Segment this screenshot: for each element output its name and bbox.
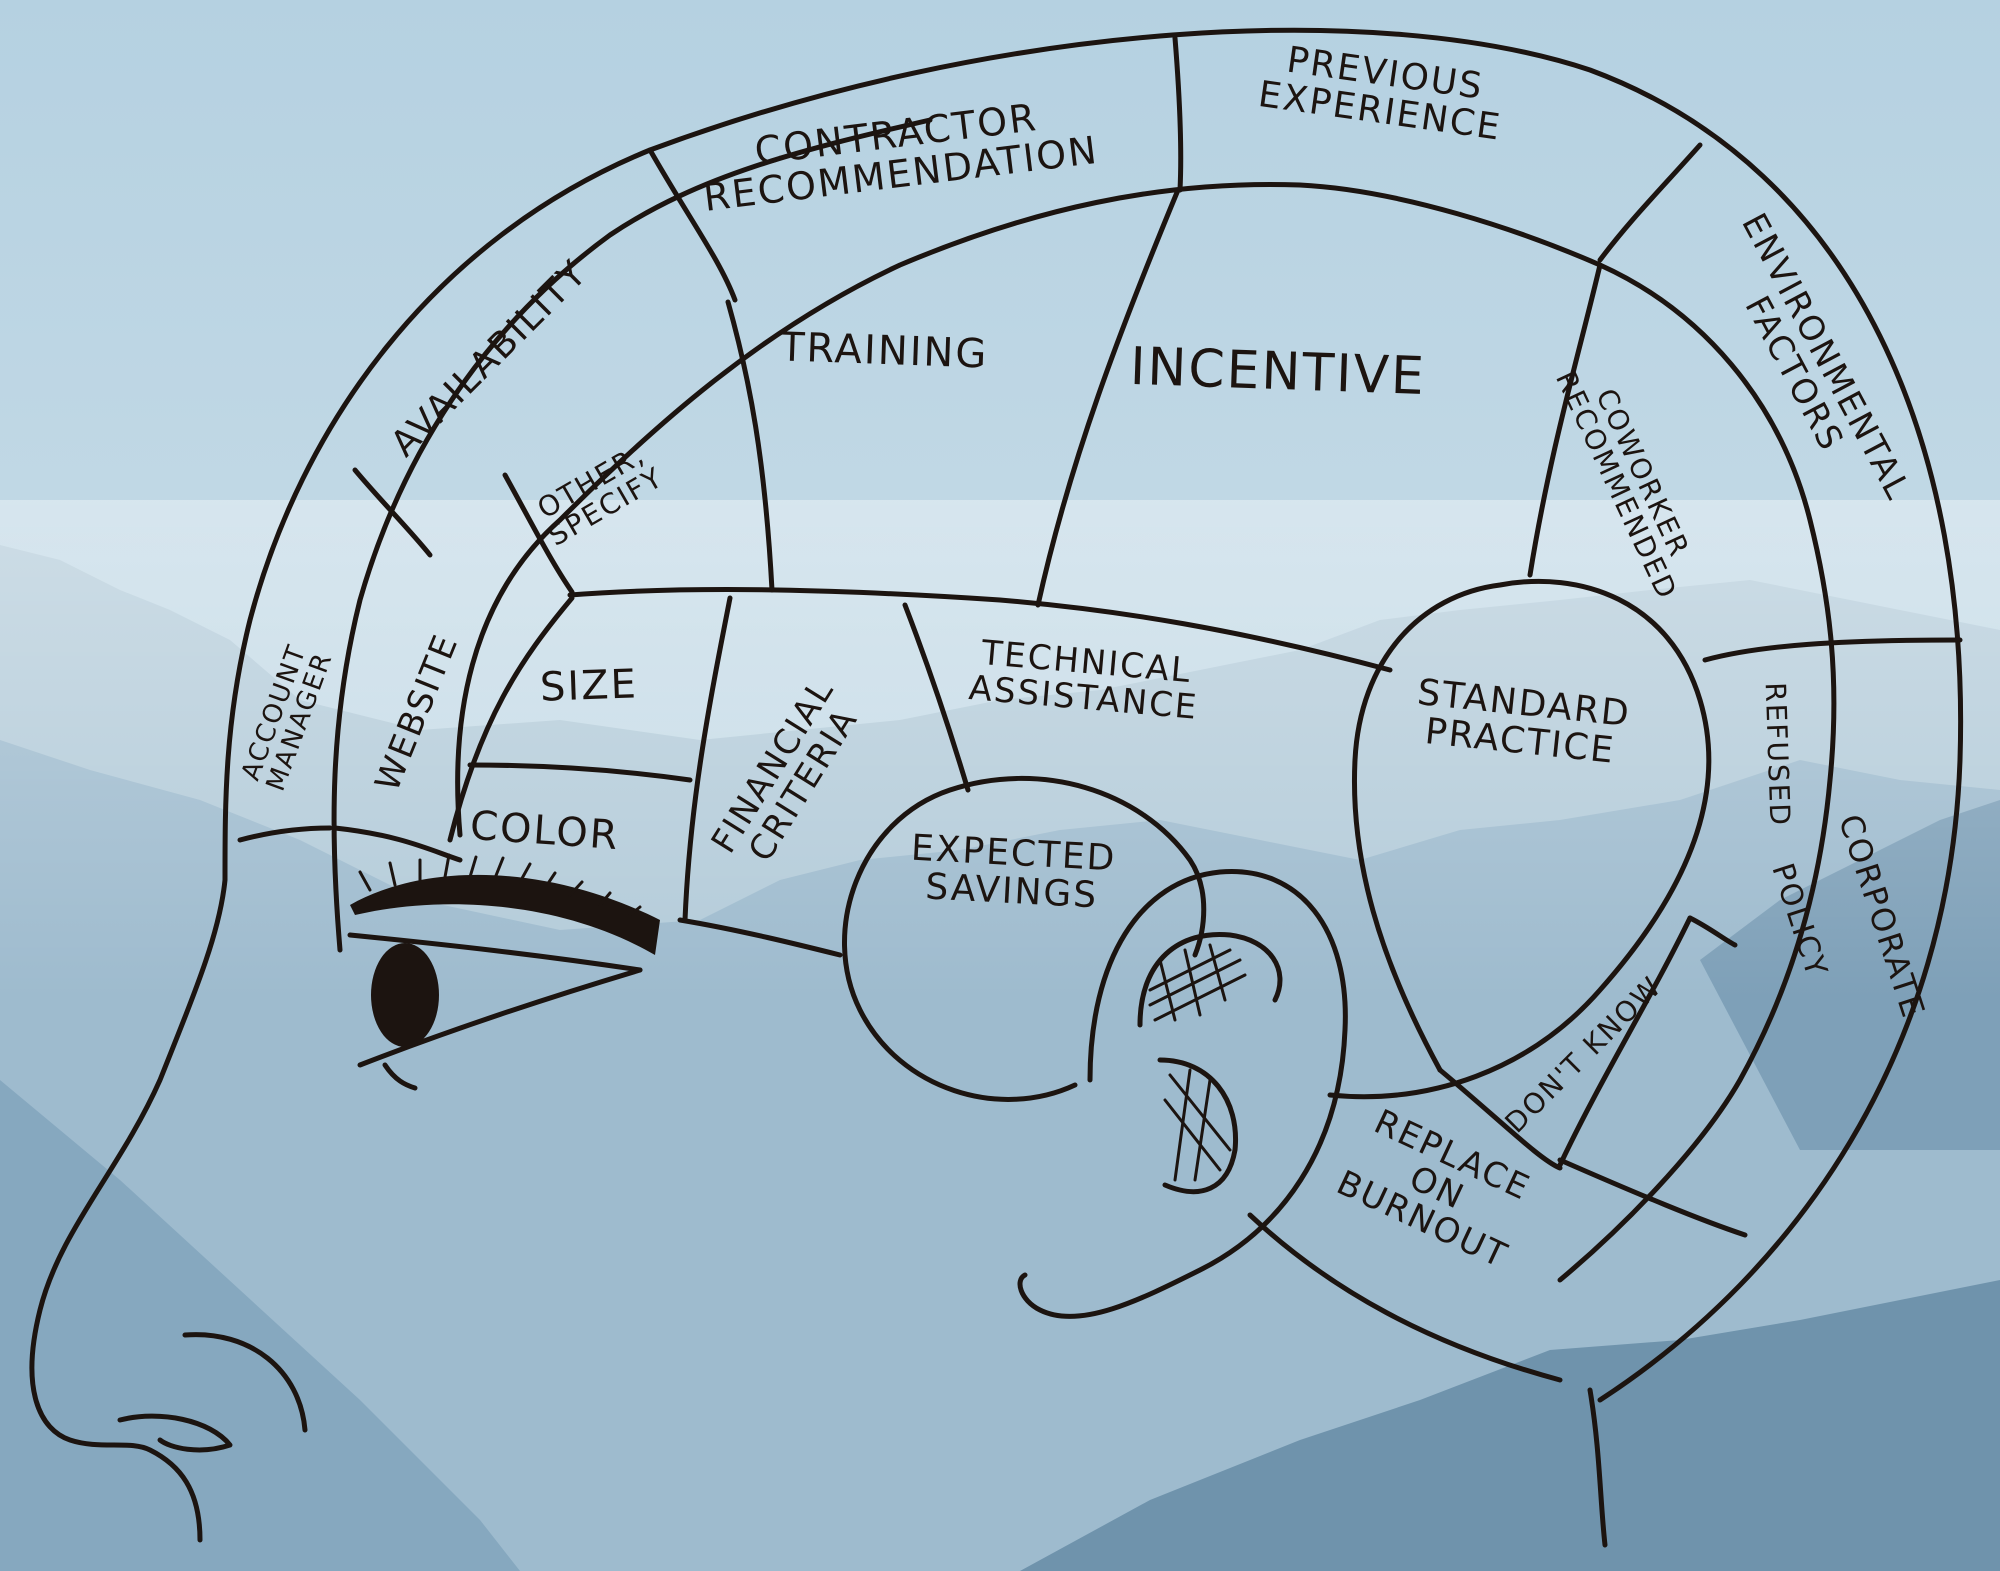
label-line: Training (779, 324, 990, 378)
divider-previous (1172, 35, 1184, 193)
label-training: Training (779, 324, 990, 378)
nose-wing (182, 1332, 308, 1433)
middle-band-top (567, 587, 1393, 673)
size-color-divider (467, 762, 693, 783)
technical-left (902, 602, 971, 793)
refused-divider (1687, 915, 1738, 948)
ear-hatching (1148, 943, 1247, 1182)
label-line: Color (468, 802, 621, 860)
divider-other-specify (502, 472, 575, 595)
eye-top-lid (347, 932, 643, 973)
label-line: Size (539, 661, 639, 711)
pupil (371, 943, 439, 1047)
divider-contractor (647, 147, 738, 303)
eye-lower-tick (382, 1062, 418, 1091)
ear-canal (1157, 1057, 1239, 1195)
divider-account (237, 825, 333, 843)
dont-know-upper (1437, 1067, 1563, 1171)
label-size: Size (539, 661, 639, 711)
divider-training (725, 299, 775, 593)
website-size-divider (447, 595, 575, 843)
ear-inner (1137, 931, 1283, 1028)
divider-coworker (1527, 262, 1603, 578)
haze (0, 500, 2000, 1000)
label-line: Refused (1758, 681, 1797, 828)
divider-environmental (1597, 142, 1703, 263)
eye-bottom-lid (357, 967, 643, 1068)
label-expected-savings: Expected Savings (908, 828, 1117, 917)
outer-band-inner-line (331, 117, 933, 953)
divider-corporate-top (1702, 637, 1963, 663)
standard-practice-lobe (1327, 578, 1712, 1100)
expected-savings-lobe (842, 776, 1207, 1102)
near-mountain-left (0, 1080, 520, 1571)
label-line: Incentive (1129, 336, 1427, 408)
label-refused: Refused (1758, 681, 1797, 828)
divider-incentive (1035, 187, 1181, 608)
head-outline (29, 27, 1964, 1543)
brow-line (677, 917, 843, 958)
divider-availability (352, 467, 433, 558)
divider-corporate-bottom (1557, 1157, 1748, 1238)
inner-arc (455, 182, 1837, 1283)
nostril (117, 1413, 233, 1453)
label-incentive: Incentive (1129, 336, 1427, 408)
eyebrow (350, 853, 660, 955)
ear (1017, 869, 1348, 1319)
neck-line (1587, 1387, 1608, 1548)
near-mountain-right (1020, 1280, 2000, 1571)
financial-left (682, 595, 733, 923)
replace-burnout-top (1247, 1212, 1563, 1383)
label-color: Color (468, 802, 621, 860)
cheek-line (332, 825, 463, 863)
dont-know-divider (1557, 915, 1693, 1168)
